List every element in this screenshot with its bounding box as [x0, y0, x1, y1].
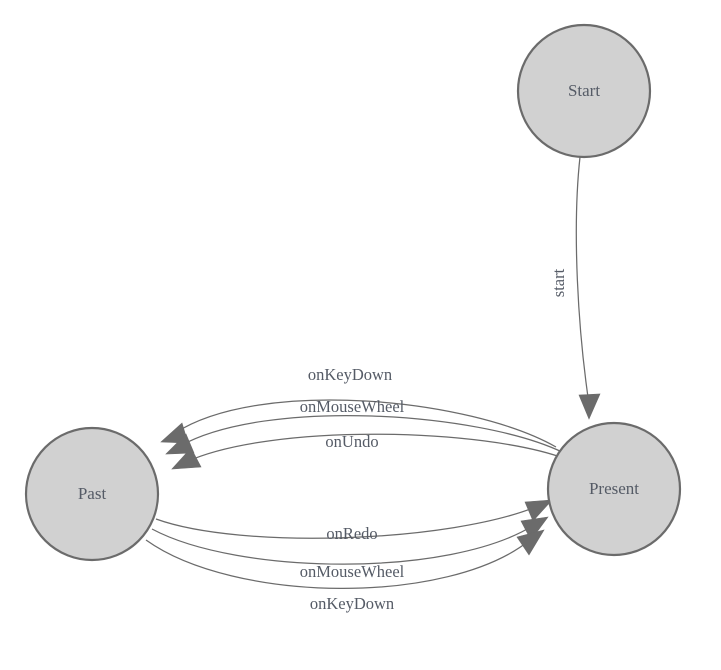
edge-present-to-past-onmousewheel[interactable]: onMouseWheel: [165, 397, 563, 455]
arrowhead-present-past-wheel: [165, 433, 195, 455]
edge-path-present-past-wheel: [179, 414, 563, 453]
edge-present-to-past-onkeydown[interactable]: onKeyDown: [160, 365, 557, 448]
node-present-circle: [546, 421, 682, 557]
edge-label-past-present-redo: onRedo: [326, 524, 377, 543]
node-past-circle: [24, 426, 160, 562]
edge-label-present-past-undo: onUndo: [325, 432, 378, 451]
arrowhead-past-present-redo: [524, 499, 553, 522]
arrowhead-past-present-wheel: [520, 516, 549, 541]
node-start[interactable]: Start: [516, 23, 652, 159]
edge-past-to-present-onredo[interactable]: onRedo: [155, 499, 553, 543]
node-past[interactable]: Past: [24, 426, 160, 562]
node-present-label: Present: [589, 479, 639, 498]
edge-label-start: start: [549, 268, 568, 297]
edge-past-to-present-onkeydown[interactable]: onKeyDown: [145, 529, 545, 613]
edge-path-past-present-redo: [155, 505, 539, 539]
edge-start-to-present[interactable]: start: [549, 156, 601, 420]
node-start-circle: [516, 23, 652, 159]
edge-path-past-present-keydown: [145, 539, 531, 589]
edge-past-to-present-onmousewheel[interactable]: onMouseWheel: [151, 516, 549, 581]
edge-label-past-present-wheel: onMouseWheel: [300, 562, 405, 581]
edge-present-to-past-onundo[interactable]: onUndo: [171, 432, 567, 470]
edge-path-past-present-wheel: [151, 524, 535, 565]
arrowhead-past-present-keydown: [516, 529, 545, 556]
edge-path-present-past-undo: [185, 433, 567, 463]
edge-path-present-past-keydown: [174, 399, 557, 448]
edge-label-present-past-keydown: onKeyDown: [308, 365, 392, 384]
edge-label-past-present-keydown: onKeyDown: [310, 594, 394, 613]
arrowhead-start-present: [578, 393, 601, 420]
edge-path-start-present: [575, 156, 590, 405]
node-start-label: Start: [568, 81, 600, 100]
node-past-label: Past: [78, 484, 107, 503]
arrowhead-present-past-undo: [171, 447, 202, 470]
node-present[interactable]: Present: [546, 421, 682, 557]
arrowhead-present-past-keydown: [160, 422, 189, 444]
edge-label-present-past-wheel: onMouseWheel: [300, 397, 405, 416]
